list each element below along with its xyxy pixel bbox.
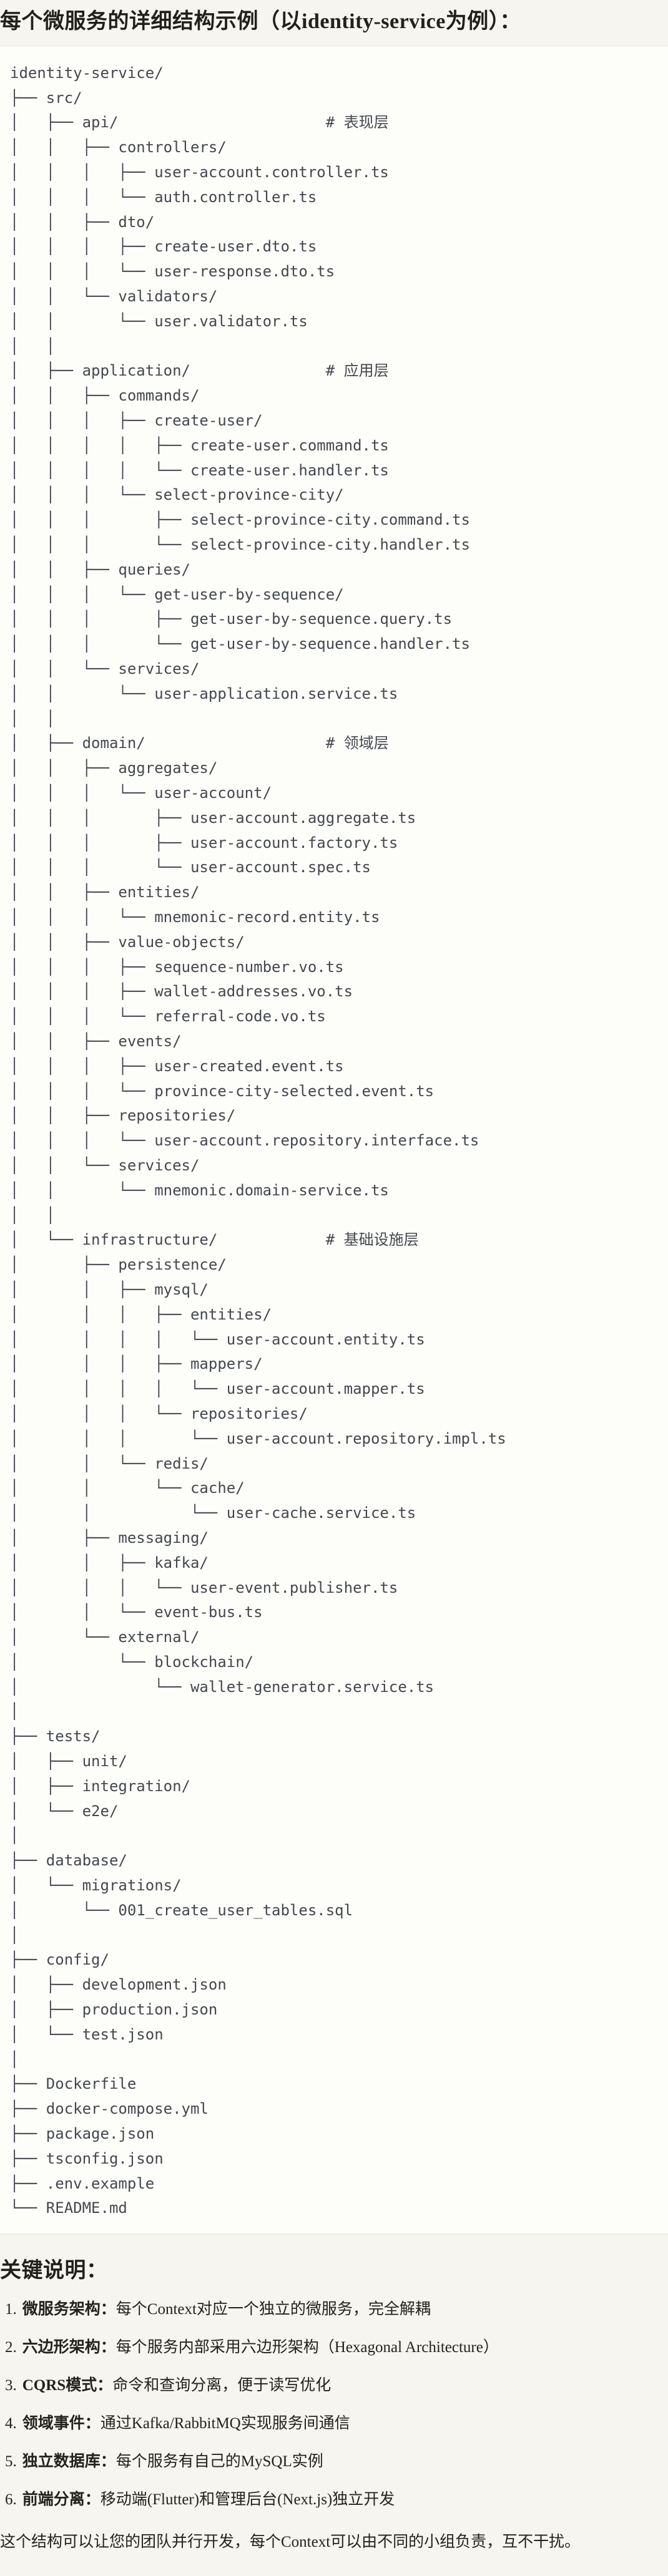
note-item: 6. 前端分离：移动端(Flutter)和管理后台(Next.js)独立开发 xyxy=(5,2490,668,2509)
note-term: CQRS模式： xyxy=(22,2377,113,2394)
note-item: 4. 领域事件：通过Kafka/RabbitMQ实现服务间通信 xyxy=(5,2414,668,2433)
notes-list: 1. 微服务架构：每个Context对应一个独立的微服务，完全解耦 2. 六边形架构… xyxy=(0,2300,668,2509)
notes-title: 关键说明： xyxy=(0,2259,108,2283)
note-number: 2. xyxy=(5,2339,17,2356)
document-body: 每个微服务的详细结构示例（以identity-service为例）： ident… xyxy=(0,7,668,2552)
note-text: 命令和查询分离，便于读写优化 xyxy=(112,2377,332,2394)
directory-tree: identity-service/ ├── src/ │ ├── api/ # … xyxy=(10,64,506,2217)
page-title: 每个微服务的详细结构示例（以identity-service为例）： xyxy=(0,10,521,33)
note-text: 通过Kafka/RabbitMQ实现服务间通信 xyxy=(100,2415,350,2433)
note-text: 每个服务内部采用六边形架构（Hexagonal Architecture） xyxy=(115,2339,499,2356)
closing-paragraph: 这个结构可以让您的团队并行开发，每个Context可以由不同的小组负责，互不干扰… xyxy=(0,2534,581,2551)
note-text: 每个服务有自己的MySQL实例 xyxy=(115,2453,323,2471)
note-item: 5. 独立数据库：每个服务有自己的MySQL实例 xyxy=(5,2452,668,2471)
note-term: 微服务架构： xyxy=(22,2301,116,2318)
note-text: 移动端(Flutter)和管理后台(Next.js)独立开发 xyxy=(100,2491,395,2509)
note-item: 2. 六边形架构：每个服务内部采用六边形架构（Hexagonal Architec… xyxy=(5,2338,668,2357)
note-number: 3. xyxy=(5,2377,17,2394)
note-item: 1. 微服务架构：每个Context对应一个独立的微服务，完全解耦 xyxy=(5,2300,668,2319)
note-number: 4. xyxy=(5,2415,17,2433)
note-text: 每个Context对应一个独立的微服务，完全解耦 xyxy=(115,2301,431,2318)
note-term: 领域事件： xyxy=(22,2415,101,2433)
note-item: 3. CQRS模式：命令和查询分离，便于读写优化 xyxy=(5,2376,668,2395)
note-number: 1. xyxy=(5,2301,17,2318)
note-term: 六边形架构： xyxy=(22,2339,116,2356)
note-term: 前端分离： xyxy=(22,2491,101,2509)
note-number: 5. xyxy=(5,2453,17,2471)
note-term: 独立数据库： xyxy=(22,2453,116,2471)
code-block: identity-service/ ├── src/ │ ├── api/ # … xyxy=(0,45,668,2235)
note-number: 6. xyxy=(5,2491,17,2509)
